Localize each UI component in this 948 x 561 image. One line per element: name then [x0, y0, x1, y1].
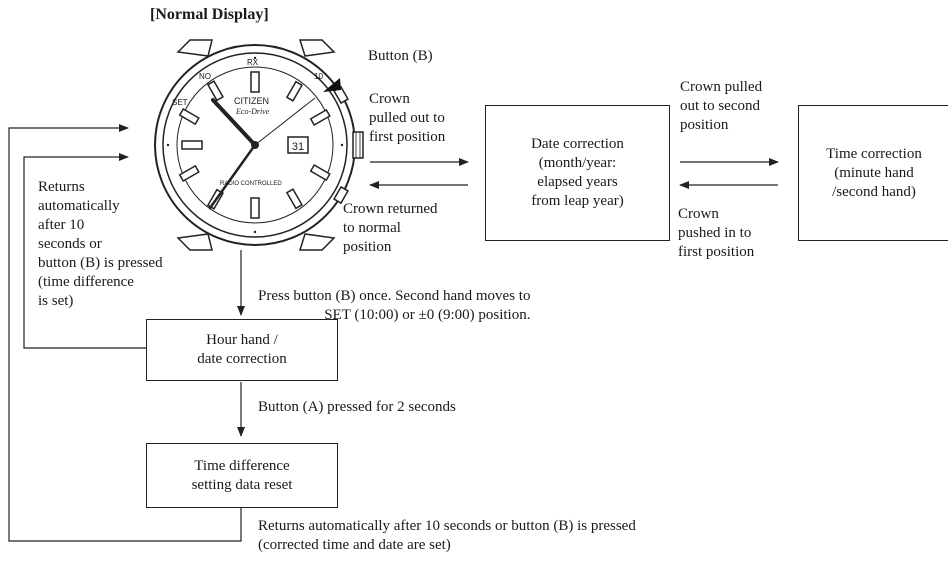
- button-b-label: Button (B): [368, 48, 433, 64]
- press-button-b-label: Press button (B) once. Second hand moves…: [258, 288, 531, 323]
- time-correction-box: Time correction (minute hand /second han…: [798, 105, 948, 241]
- returns-automatically-left-label: Returns automatically after 10 seconds o…: [38, 179, 163, 309]
- crown-returned-label: Crown returned to normal position: [343, 201, 438, 255]
- dial-radio-controlled: RADIO CONTROLLED: [220, 181, 282, 187]
- svg-text:31: 31: [292, 141, 304, 153]
- dial-set: SET: [172, 98, 188, 107]
- crown-second-position-label: Crown pulled out to second position: [680, 79, 763, 133]
- crown-pushed-label: Crown pushed in to first position: [678, 206, 755, 260]
- dial-no: NO: [199, 72, 211, 81]
- hour-hand-date-correction-box: Hour hand / date correction: [146, 319, 338, 381]
- time-difference-reset-box: Time difference setting data reset: [146, 443, 338, 508]
- crown-first-position-label: Crown pulled out to first position: [369, 91, 446, 145]
- watch-illustration: 31: [154, 39, 364, 251]
- watch-brand: CITIZEN: [234, 96, 269, 106]
- dial-rx: RX: [247, 58, 259, 67]
- button-b-pointer: [323, 78, 341, 92]
- returns-automatically-bottom-label: Returns automatically after 10 seconds o…: [258, 518, 636, 553]
- dial-ten: 10: [314, 72, 323, 81]
- button-a-label: Button (A) pressed for 2 seconds: [258, 399, 456, 415]
- date-correction-box: Date correction (month/year: elapsed yea…: [485, 105, 670, 241]
- watch-sub-brand: Eco-Drive: [236, 107, 270, 116]
- normal-display-title: [Normal Display]: [150, 6, 269, 23]
